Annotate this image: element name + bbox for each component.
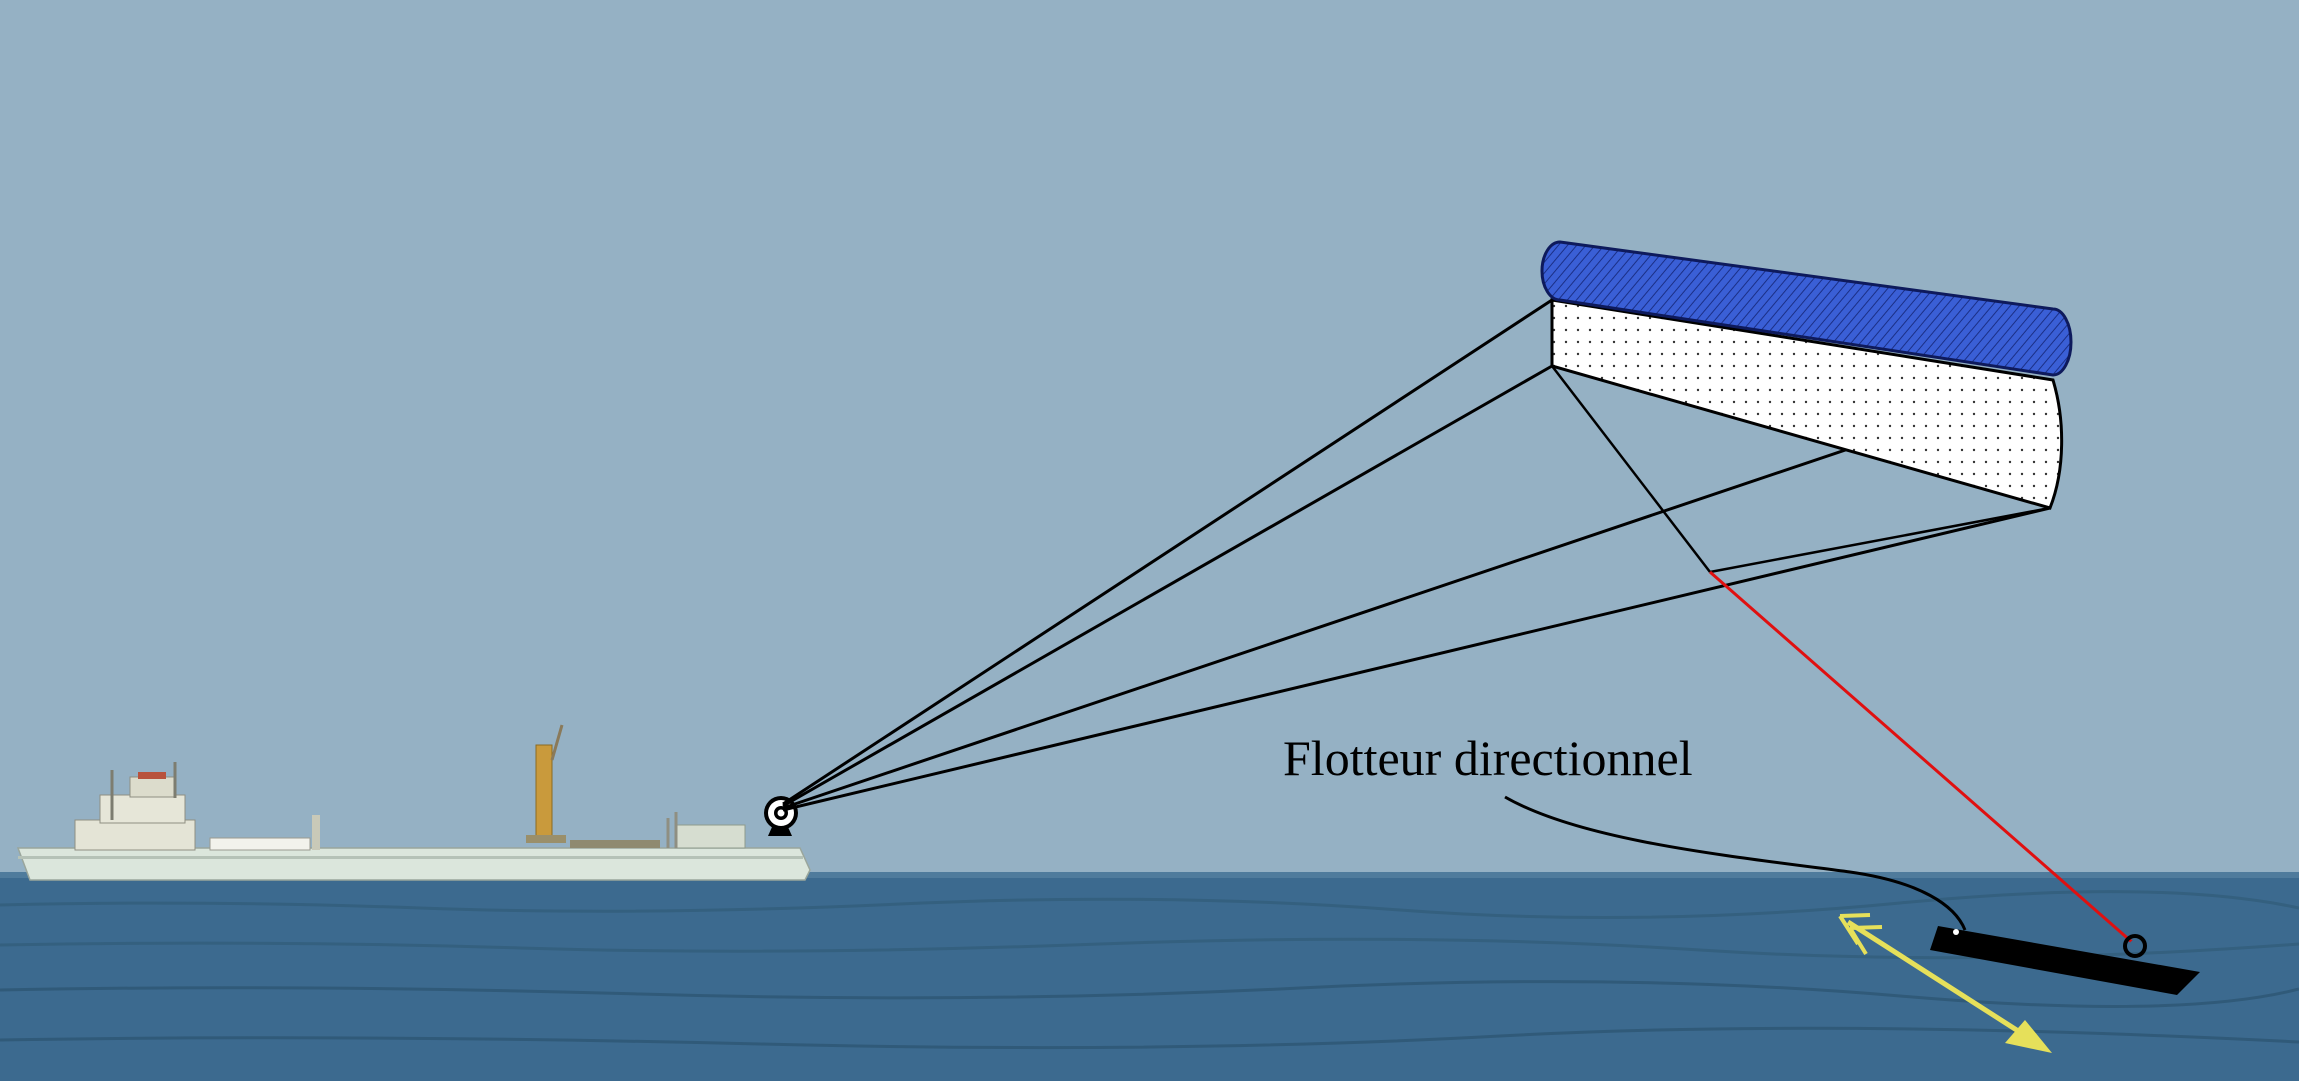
kite-steering-bridle-rear [1709,506,2051,574]
kite-steering-bridle-front [1551,365,1711,573]
tether-lines [782,298,2054,812]
pilot-line [1709,570,2134,945]
label-leader-line [1504,795,1967,931]
cargo-ship [16,724,811,881]
direction-arrow [1838,913,2052,1053]
kite-leading-edge [1540,240,2073,377]
directional-float [1930,926,2200,995]
float-label: Flotteur directionnel [1283,730,1693,786]
sea [0,872,2299,1081]
kite [1540,240,2073,574]
float-attachment-ring [2123,934,2147,958]
kite-canopy [1550,298,2064,510]
